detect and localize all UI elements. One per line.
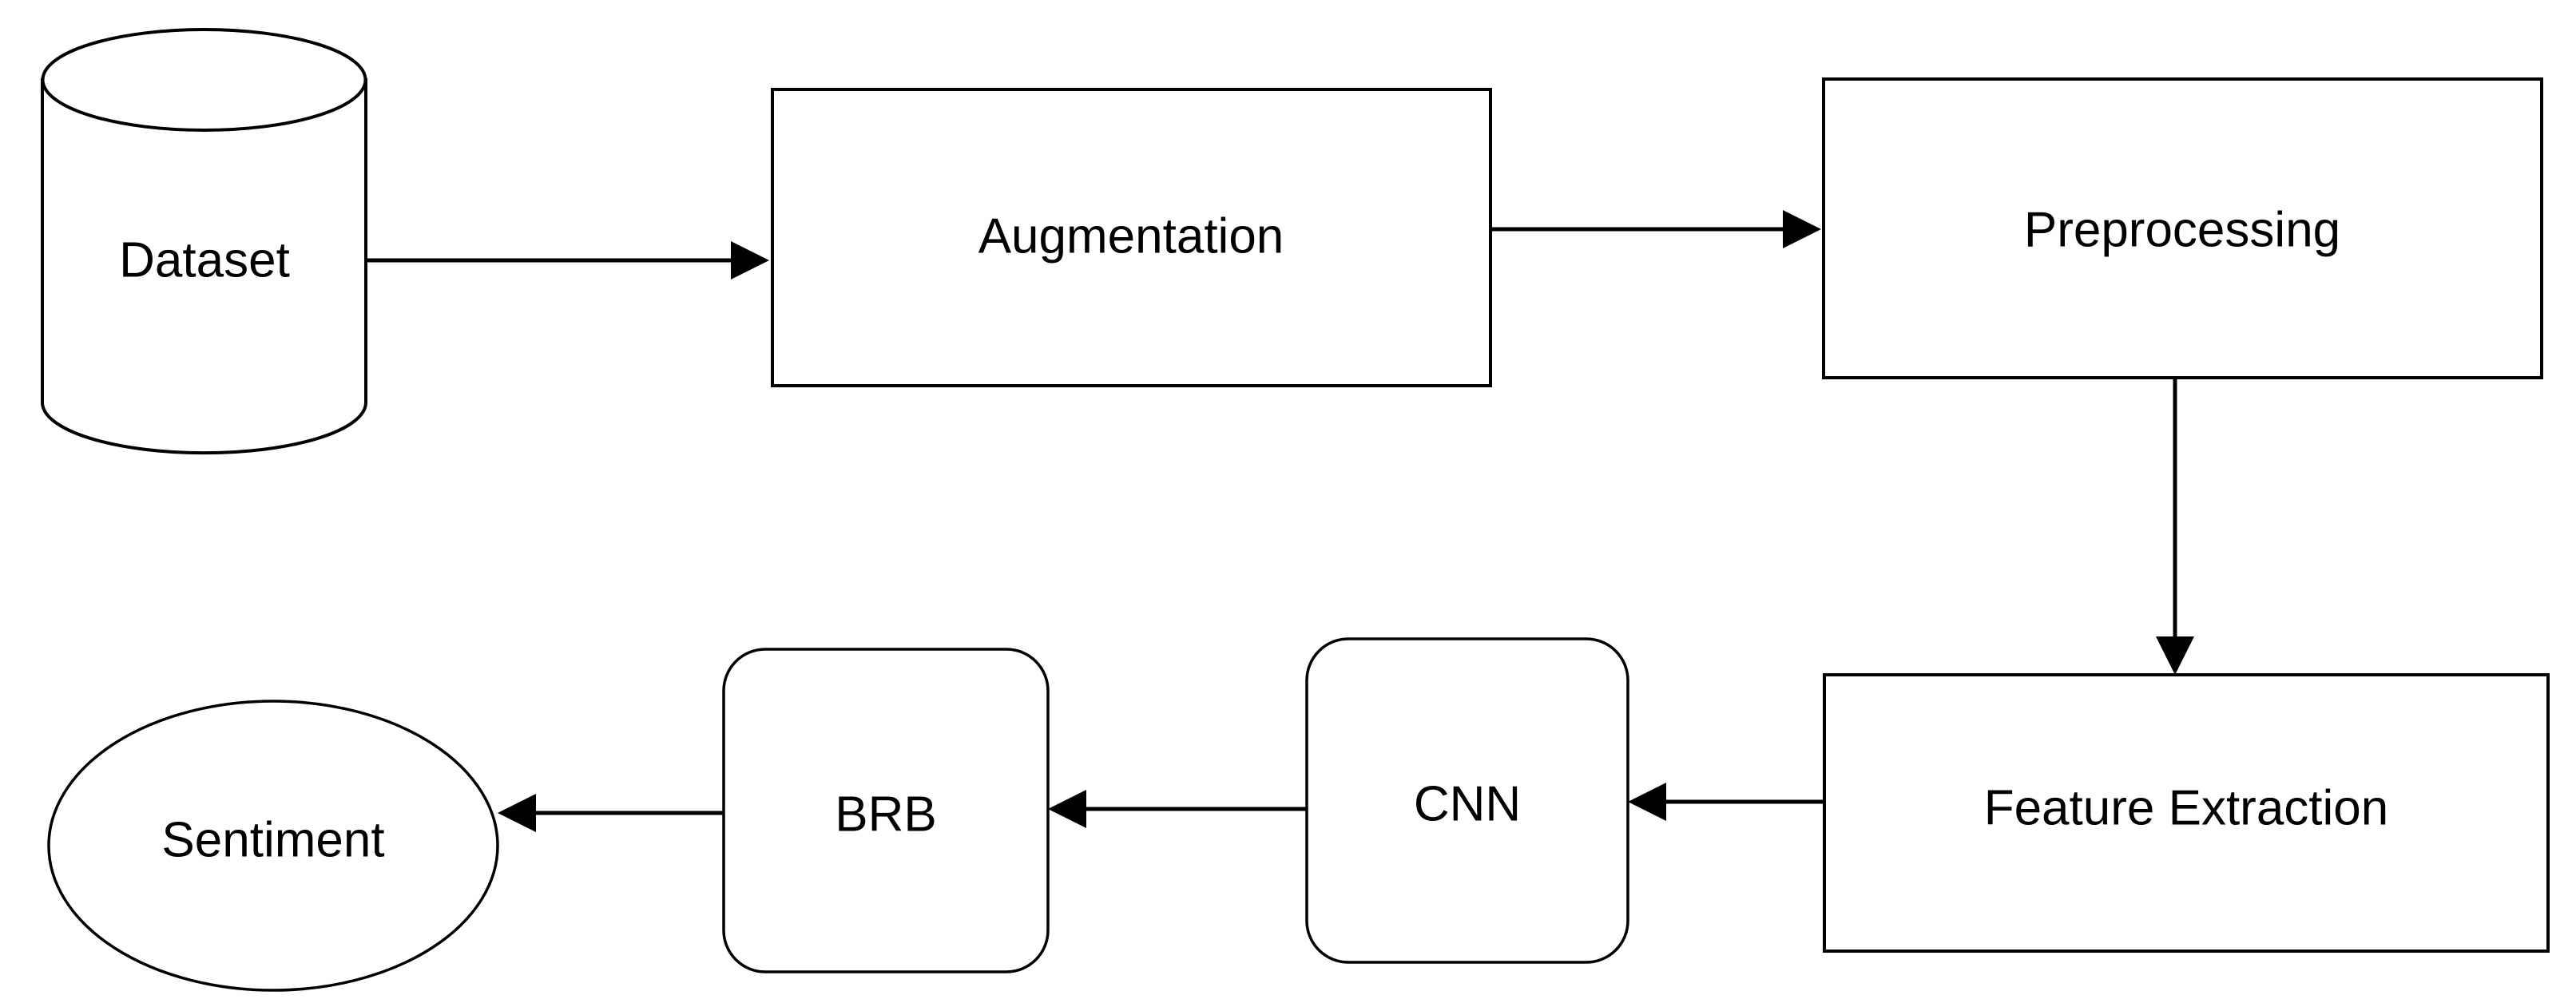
node-augmentation[interactable]: Augmentation	[771, 88, 1492, 387]
arrow-head-left-brb	[1048, 790, 1086, 828]
node-cnn[interactable]: CNN	[1305, 637, 1629, 964]
cnn-label: CNN	[1414, 776, 1521, 831]
node-preprocessing[interactable]: Preprocessing	[1822, 77, 2543, 379]
arrow-head-down-feature-extraction	[2156, 636, 2194, 675]
edge-feature-extraction-to-cnn	[1628, 783, 1824, 821]
node-brb[interactable]: BRB	[722, 648, 1050, 973]
cnn-box	[1305, 637, 1629, 964]
preprocessing-box	[1822, 77, 2543, 379]
dataset-label: Dataset	[119, 232, 290, 287]
node-dataset[interactable]: Dataset	[41, 28, 367, 455]
augmentation-label: Augmentation	[978, 208, 1284, 264]
edge-cnn-to-brb	[1048, 790, 1307, 828]
edge-augmentation-to-preprocessing	[1490, 210, 1821, 248]
node-feature-extraction[interactable]: Feature Extraction	[1823, 673, 2550, 953]
sentiment-ellipse	[47, 700, 499, 992]
feature-extraction-box	[1823, 673, 2550, 953]
dataset-cylinder-top	[41, 28, 367, 132]
dataset-cylinder-body	[41, 78, 367, 455]
feature-extraction-label: Feature Extraction	[1984, 780, 2389, 835]
preprocessing-label: Preprocessing	[2024, 202, 2340, 257]
edge-brb-to-sentiment	[498, 794, 724, 832]
sentiment-label: Sentiment	[161, 812, 384, 867]
arrow-head-right-preprocessing	[1783, 210, 1821, 248]
brb-box	[722, 648, 1050, 973]
edge-preprocessing-to-feature-extraction	[2156, 378, 2194, 675]
edge-dataset-to-augmentation	[366, 241, 769, 280]
brb-label: BRB	[835, 787, 936, 842]
augmentation-box	[771, 88, 1492, 387]
node-sentiment[interactable]: Sentiment	[47, 700, 499, 992]
arrow-head-left-sentiment	[498, 794, 536, 832]
arrow-head-right-augmentation	[731, 241, 769, 280]
arrow-head-left-cnn	[1628, 783, 1666, 821]
